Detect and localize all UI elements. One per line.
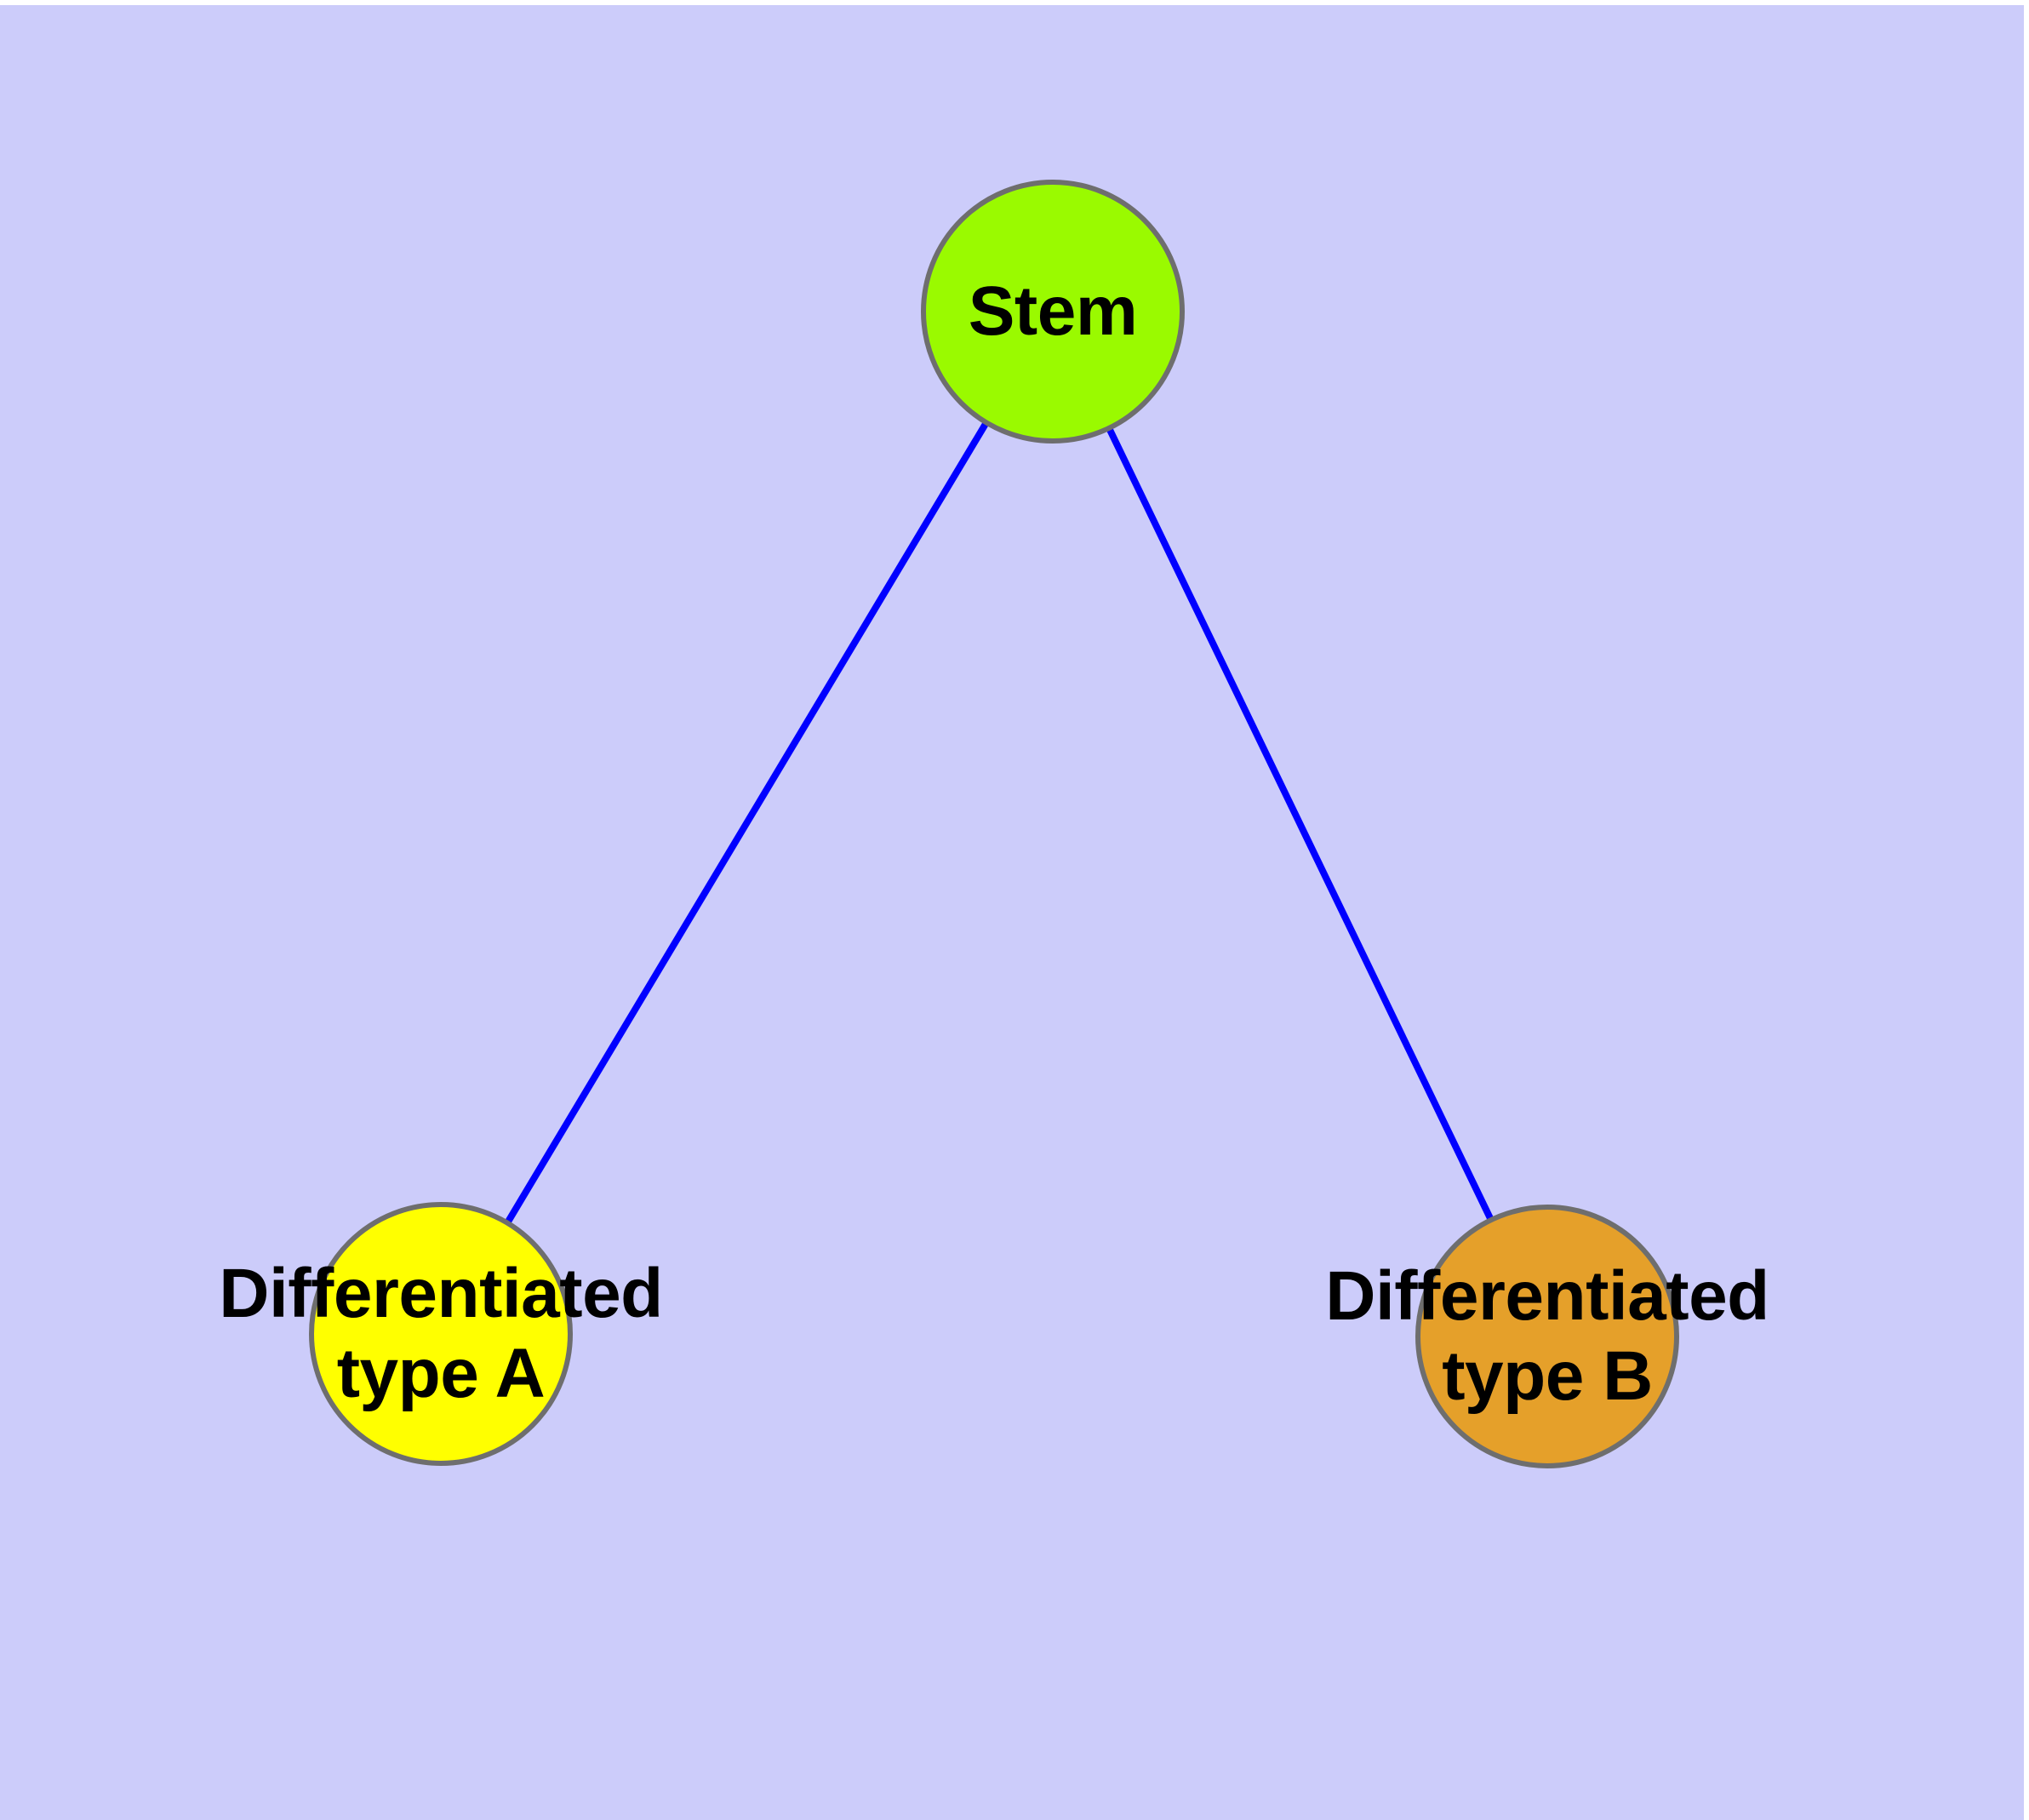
graph-node-diff_b[interactable]: [1415, 1205, 1679, 1468]
node-layer: [309, 180, 1679, 1468]
edge-layer: [502, 417, 1496, 1228]
graph-edge[interactable]: [1104, 423, 1496, 1225]
graph-node-diff_a[interactable]: [309, 1202, 573, 1466]
graph-edge[interactable]: [502, 417, 992, 1228]
graph-node-stem[interactable]: [921, 180, 1185, 444]
